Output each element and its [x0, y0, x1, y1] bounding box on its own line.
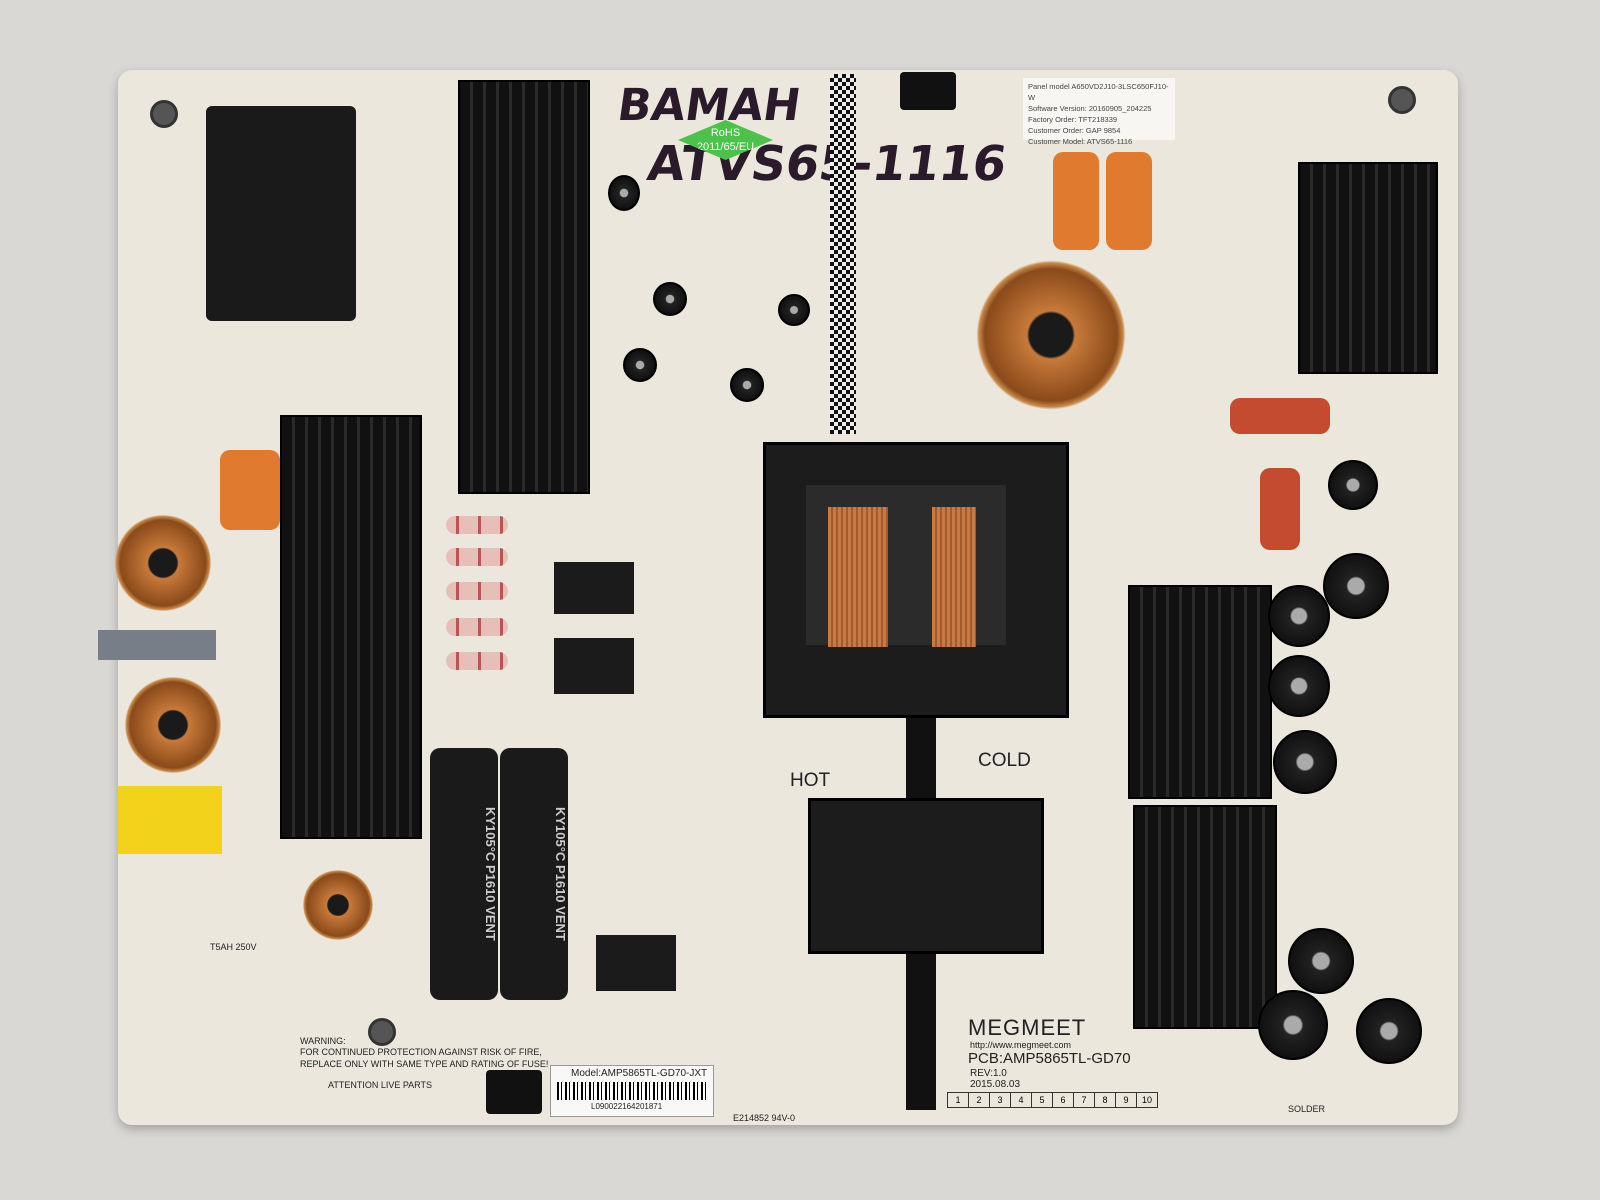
toroid-inductor — [966, 250, 1136, 420]
number-cell: 4 — [1010, 1092, 1032, 1108]
electrolytic-capacitor — [1328, 460, 1378, 510]
attention-label: ATTENTION LIVE PARTS — [328, 1080, 433, 1090]
hot-side-label: HOT — [790, 770, 831, 791]
electrolytic-capacitor — [608, 175, 640, 211]
film-capacitor — [220, 450, 280, 530]
electrolytic-capacitor — [1268, 655, 1330, 717]
brand-url: http://www.megmeet.com — [970, 1040, 1072, 1050]
electrolytic-capacitor — [778, 294, 810, 326]
pcb-revision: REV:1.0 — [970, 1068, 1007, 1079]
toroid-inductor — [108, 508, 218, 618]
main-transformer — [763, 442, 1069, 718]
logo-mark — [900, 72, 956, 110]
film-capacitor — [1053, 152, 1099, 250]
resistor — [446, 582, 508, 600]
isolation-strip — [830, 74, 856, 434]
electrolytic-capacitor — [1268, 585, 1330, 647]
barcode — [557, 1082, 707, 1100]
standby-transformer — [206, 106, 356, 321]
heatsink — [1128, 585, 1272, 799]
x-capacitor — [118, 786, 222, 854]
resistor — [446, 618, 508, 636]
film-capacitor — [1260, 468, 1300, 550]
rohs-directive: 2011/65/EU — [696, 141, 755, 153]
number-cell: 5 — [1031, 1092, 1053, 1108]
mounting-hole — [368, 1018, 396, 1046]
bulk-capacitor: KY105°C P1610 VENT — [430, 748, 498, 1000]
mounting-hole — [1388, 86, 1416, 114]
number-cell: 6 — [1052, 1092, 1074, 1108]
mounting-hole — [150, 100, 178, 128]
electrolytic-capacitor — [1323, 553, 1389, 619]
toroid-inductor — [118, 670, 228, 780]
serial-number: L090022164201871 — [591, 1102, 663, 1111]
rohs-text: RoHS — [710, 127, 741, 139]
info-label: Panel model A650VD2J10-3LSC650FJ10-W Sof… — [1023, 78, 1175, 146]
number-cell: 8 — [1094, 1092, 1116, 1108]
bulk-capacitor: KY105°C P1610 VENT — [500, 748, 568, 1000]
ul-cert: E214852 94V-0 — [733, 1113, 796, 1123]
electrolytic-capacitor — [730, 368, 764, 402]
logo-mark — [486, 1070, 542, 1114]
number-cell: 3 — [989, 1092, 1011, 1108]
toroid-inductor — [298, 865, 378, 945]
pcb-date: 2015.08.03 — [970, 1079, 1021, 1090]
electrolytic-capacitor — [623, 348, 657, 382]
warning-title: WARNING: — [300, 1036, 346, 1046]
pcb-number: PCB:AMP5865TL-GD70 — [968, 1050, 1131, 1067]
warning-line: FOR CONTINUED PROTECTION AGAINST RISK OF… — [300, 1047, 542, 1057]
heatsink — [280, 415, 422, 839]
heatsink — [458, 80, 590, 494]
label-line: Factory Order: TFT218339 — [1028, 115, 1118, 124]
resistor — [446, 516, 508, 534]
label-line: Panel model A650VD2J10-3LSC650FJ10-W — [1028, 82, 1169, 102]
aux-transformer — [808, 798, 1044, 954]
mosfet — [554, 638, 634, 694]
number-cell: 2 — [968, 1092, 990, 1108]
model-number: Model:AMP5865TL-GD70-JXT — [571, 1068, 708, 1079]
resistor — [446, 652, 508, 670]
film-capacitor — [1230, 398, 1330, 434]
resistor — [446, 548, 508, 566]
number-cell: 9 — [1115, 1092, 1137, 1108]
model-label: Model:AMP5865TL-GD70-JXT L09002216420187… — [550, 1065, 714, 1117]
y-component — [98, 630, 216, 660]
mosfet — [596, 935, 676, 991]
electrolytic-capacitor — [653, 282, 687, 316]
electrolytic-capacitor — [1258, 990, 1328, 1060]
electrolytic-capacitor — [1273, 730, 1337, 794]
label-line: Customer Model: ATVS65-1116 — [1028, 137, 1133, 146]
solder-direction-label: SOLDER — [1288, 1104, 1326, 1114]
number-cell: 10 — [1136, 1092, 1158, 1108]
number-cell: 1 — [947, 1092, 969, 1108]
electrolytic-capacitor — [1356, 998, 1422, 1064]
pcb-board: BAMAH ATVS65-1116 RoHS 2011/65/EU Panel … — [98, 70, 1458, 1125]
electrolytic-capacitor — [1288, 928, 1354, 994]
heatsink — [1298, 162, 1438, 374]
mosfet — [554, 562, 634, 614]
label-line: Software Version: 20160905_204225 — [1028, 104, 1152, 113]
handwritten-note: BAMAH — [614, 80, 804, 131]
film-capacitor — [1106, 152, 1152, 250]
fuse-rating: T5AH 250V — [210, 942, 257, 952]
warning-line: REPLACE ONLY WITH SAME TYPE AND RATING O… — [300, 1059, 549, 1069]
label-line: Customer Order: GAP 9854 — [1028, 126, 1121, 135]
number-cell: 7 — [1073, 1092, 1095, 1108]
brand-name: MEGMEET — [968, 1015, 1087, 1040]
heatsink — [1133, 805, 1277, 1029]
cold-side-label: COLD — [978, 750, 1031, 771]
